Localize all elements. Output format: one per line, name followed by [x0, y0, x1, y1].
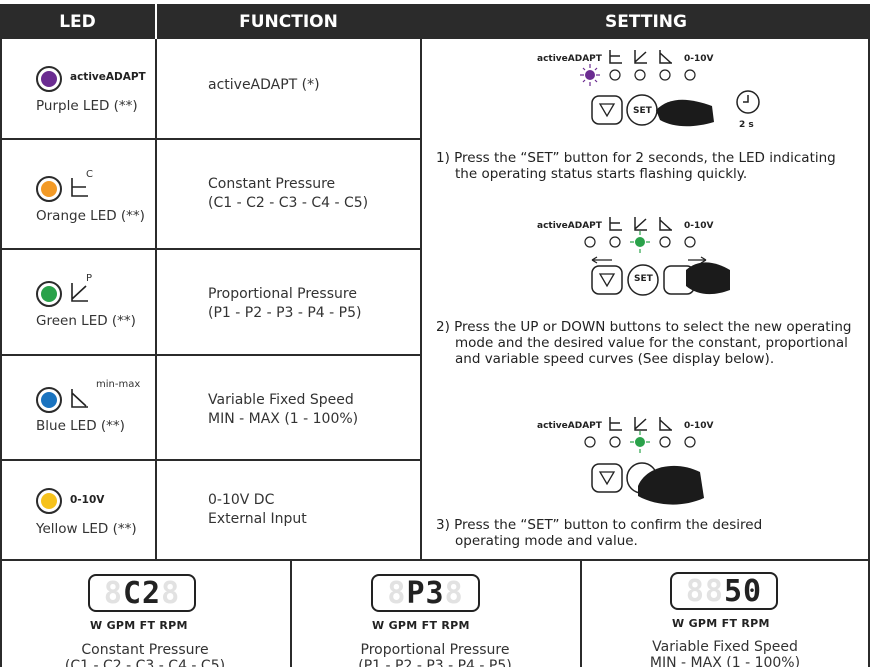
set-button-label: SET: [633, 106, 652, 116]
green-led-icon: [36, 281, 62, 307]
function-text: Proportional Pressure(P1 - P2 - P3 - P4 …: [208, 286, 362, 321]
mode-letter: C: [86, 169, 93, 180]
header-setting: SETTING: [422, 4, 870, 39]
row-divider-3: [0, 354, 420, 356]
table-bottom: [0, 559, 870, 561]
buttons-hand-icon: [591, 256, 730, 296]
mode-letter: min-max: [96, 379, 141, 390]
proportional-pressure-icon: [71, 283, 88, 302]
control-label: activeADAPT: [537, 54, 602, 64]
mode-letter: P: [86, 273, 93, 284]
display-units: W GPM FT RPM: [372, 619, 470, 632]
bottom-border-left: [0, 559, 2, 667]
mode-symbols-icon: [609, 217, 672, 231]
led-label: Purple LED (**): [36, 98, 138, 114]
display-units: W GPM FT RPM: [90, 619, 188, 632]
orange-led-icon: [36, 176, 62, 202]
control-label: activeADAPT: [537, 221, 602, 231]
column-divider-2: [420, 4, 422, 560]
bottom-divider-2: [580, 559, 582, 667]
control-label-v: 0-10V: [684, 54, 714, 64]
led-tag: 0-10V: [70, 494, 105, 506]
led-label: Green LED (**): [36, 313, 136, 329]
display-caption: Proportional Pressure(P1 - P2 - P3 - P4 …: [358, 642, 512, 667]
led-label: Orange LED (**): [36, 208, 145, 224]
step-3-text: 3) Press the “SET” button to confirm the…: [436, 517, 763, 549]
step-1-text: 1) Press the “SET” button for 2 seconds,…: [436, 150, 836, 182]
blue-led-icon: [36, 387, 62, 413]
step-2-text: 2) Press the UP or DOWN buttons to selec…: [436, 319, 852, 367]
row-divider-2: [0, 248, 420, 250]
function-text: Constant Pressure(C1 - C2 - C3 - C4 - C5…: [208, 176, 369, 211]
timer-icon: [736, 90, 760, 114]
table-border-right: [868, 39, 870, 667]
set-button-label: SET: [634, 274, 653, 284]
led-label: Blue LED (**): [36, 418, 125, 434]
led-tag: activeADAPT: [70, 71, 146, 83]
yellow-led-icon: [36, 488, 62, 514]
control-label: activeADAPT: [537, 421, 602, 431]
column-divider-1: [155, 39, 157, 560]
buttons-hand-icon: [591, 462, 704, 505]
header-led: LED: [0, 4, 155, 39]
display-units: W GPM FT RPM: [672, 617, 770, 630]
led-indicators-icon: [580, 64, 696, 86]
bottom-divider-1: [290, 559, 292, 667]
purple-led-icon: [36, 66, 62, 92]
display-caption: Constant Pressure(C1 - C2 - C3 - C4 - C5…: [64, 642, 226, 667]
variable-speed-icon: [71, 389, 88, 408]
row-divider-1: [0, 138, 420, 140]
timer-label: 2 s: [739, 120, 754, 130]
buttons-hand-icon: [591, 94, 714, 127]
led-label: Yellow LED (**): [36, 521, 137, 537]
function-text: activeADAPT (*): [208, 77, 320, 93]
led-indicators-icon: [584, 431, 696, 453]
mode-symbols-icon: [609, 417, 672, 431]
header-function: FUNCTION: [157, 4, 420, 39]
constant-pressure-icon: [71, 178, 88, 197]
control-label-v: 0-10V: [684, 421, 714, 431]
mode-symbols-icon: [609, 50, 672, 64]
led-indicators-icon: [584, 231, 696, 253]
table-border-left: [0, 39, 2, 560]
row-divider-4: [0, 459, 420, 461]
control-label-v: 0-10V: [684, 221, 714, 231]
